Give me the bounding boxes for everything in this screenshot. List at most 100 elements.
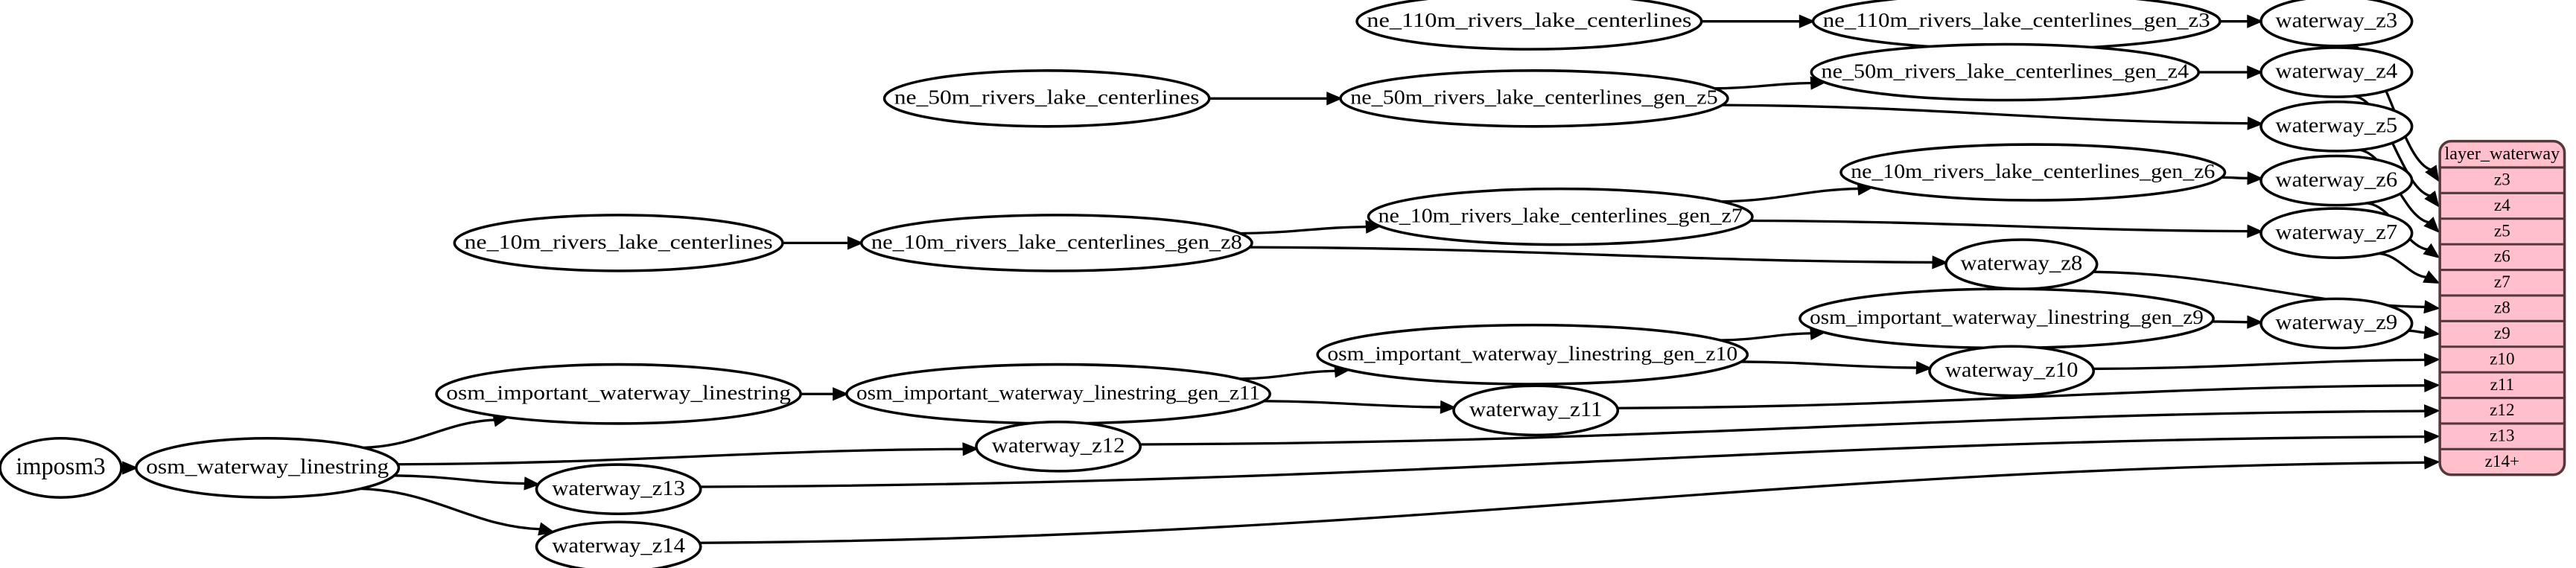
table-row-z12[interactable]: z12 bbox=[2490, 401, 2514, 420]
node-label: waterway_z8 bbox=[1960, 252, 2082, 275]
node-label: ne_50m_rivers_lake_centerlines_gen_z4 bbox=[1822, 59, 2189, 82]
table-row-z9[interactable]: z9 bbox=[2494, 324, 2510, 343]
graph-node-osm_important_waterway_linestring[interactable]: osm_important_waterway_linestring bbox=[435, 363, 802, 425]
edge-waterway_z7--to--layer_waterway.z7 bbox=[2379, 252, 2428, 279]
graph-node-waterway_z3[interactable]: waterway_z3 bbox=[2259, 0, 2414, 48]
table-row-z14plus[interactable]: z14+ bbox=[2485, 452, 2519, 471]
node-shape bbox=[135, 437, 401, 499]
edge-ne_50m_rivers_lake_centerlines_gen_z5--to--waterway_z5 bbox=[1722, 103, 2250, 125]
edge-waterway_z10--to--layer_waterway.z10 bbox=[2093, 358, 2426, 371]
edge-osm_important_waterway_linestring_gen_z10--to--osm_important_waterway_linestring_gen_z9 bbox=[1720, 332, 1813, 342]
graph-node-waterway_z11[interactable]: waterway_z11 bbox=[1452, 384, 1620, 437]
edge-arrowhead bbox=[2423, 430, 2440, 444]
table-row-z13[interactable]: z13 bbox=[2490, 427, 2514, 446]
node-label: waterway_z12 bbox=[992, 433, 1125, 457]
edge-arrowhead bbox=[1932, 255, 1949, 269]
edge-osm_waterway_linestring--to--waterway_z14 bbox=[360, 487, 541, 531]
graph-node-ne_10m_rivers_lake_centerlines[interactable]: ne_10m_rivers_lake_centerlines bbox=[453, 214, 784, 272]
node-shape bbox=[1316, 323, 1749, 386]
edge-arrowhead bbox=[2423, 243, 2440, 259]
graph-node-waterway_z6[interactable]: waterway_z6 bbox=[2259, 154, 2414, 207]
node-shape bbox=[1452, 384, 1620, 437]
table-row-z4[interactable]: z4 bbox=[2494, 196, 2510, 215]
edge-osm_waterway_linestring--to--osm_important_waterway_linestring bbox=[363, 418, 496, 450]
graph-node-waterway_z8[interactable]: waterway_z8 bbox=[1944, 238, 2099, 290]
graph-node-waterway_z5[interactable]: waterway_z5 bbox=[2259, 100, 2414, 153]
node-shape bbox=[2259, 297, 2414, 350]
edge-waterway_z9--to--layer_waterway.z9 bbox=[2408, 329, 2426, 334]
table-shell bbox=[2438, 139, 2566, 476]
edge-arrowhead bbox=[2423, 325, 2440, 339]
node-shape bbox=[1810, 42, 2201, 102]
graph-node-waterway_z10[interactable]: waterway_z10 bbox=[1928, 345, 2096, 398]
graph-node-ne_50m_rivers_lake_centerlines[interactable]: ne_50m_rivers_lake_centerlines bbox=[882, 69, 1211, 128]
graph-node-ne_50m_rivers_lake_centerlines_gen_z4[interactable]: ne_50m_rivers_lake_centerlines_gen_z4 bbox=[1810, 42, 2201, 102]
node-label: osm_important_waterway_linestring bbox=[446, 381, 791, 404]
edge-arrowhead bbox=[1915, 360, 1933, 375]
node-label: ne_10m_rivers_lake_centerlines bbox=[465, 230, 773, 253]
edge-arrowhead bbox=[2424, 191, 2440, 208]
node-shape bbox=[2259, 46, 2414, 98]
node-label: ne_50m_rivers_lake_centerlines_gen_z5 bbox=[1350, 86, 1718, 109]
edge-arrowhead bbox=[1440, 400, 1457, 415]
graph-node-osm_waterway_linestring[interactable]: osm_waterway_linestring bbox=[135, 437, 401, 499]
table-row-z7[interactable]: z7 bbox=[2494, 272, 2510, 292]
edge-arrowhead bbox=[962, 442, 979, 456]
edge-osm_important_waterway_linestring_gen_z10--to--waterway_z10 bbox=[1740, 360, 1918, 369]
graph-node-waterway_z14[interactable]: waterway_z14 bbox=[535, 520, 702, 568]
edge-ne_10m_rivers_lake_centerlines_gen_z7--to--ne_10m_rivers_lake_centerlines_gen_z6 bbox=[1721, 187, 1860, 203]
edge-arrowhead bbox=[2247, 14, 2263, 28]
edge-ne_50m_rivers_lake_centerlines_gen_z5--to--ne_50m_rivers_lake_centerlines_gen_z4 bbox=[1714, 81, 1813, 90]
graph-node-osm_important_waterway_linestring_gen_z11[interactable]: osm_important_waterway_linestring_gen_z1… bbox=[845, 363, 1272, 425]
graph-node-waterway_z7[interactable]: waterway_z7 bbox=[2259, 207, 2414, 259]
table-row-z5[interactable]: z5 bbox=[2494, 221, 2510, 240]
node-shape bbox=[435, 363, 802, 425]
edge-arrowhead bbox=[2423, 217, 2440, 233]
graph-node-ne_110m_rivers_lake_centerlines[interactable]: ne_110m_rivers_lake_centerlines bbox=[1355, 0, 1703, 51]
graph-node-ne_10m_rivers_lake_centerlines_gen_z8[interactable]: ne_10m_rivers_lake_centerlines_gen_z8 bbox=[859, 214, 1253, 272]
graph-node-ne_50m_rivers_lake_centerlines_gen_z5[interactable]: ne_50m_rivers_lake_centerlines_gen_z5 bbox=[1339, 69, 1729, 128]
node-label: waterway_z4 bbox=[2275, 60, 2397, 83]
node-label: waterway_z10 bbox=[1945, 358, 2079, 382]
edge-arrowhead bbox=[2247, 116, 2264, 130]
graph-node-osm_important_waterway_linestring_gen_z10[interactable]: osm_important_waterway_linestring_gen_z1… bbox=[1316, 323, 1749, 386]
edge-arrowhead bbox=[1799, 14, 1816, 28]
node-shape bbox=[2259, 207, 2414, 259]
node-label: waterway_z14 bbox=[552, 534, 685, 558]
graph-node-ne_10m_rivers_lake_centerlines_gen_z6[interactable]: ne_10m_rivers_lake_centerlines_gen_z6 bbox=[1839, 143, 2227, 202]
table-row-z10[interactable]: z10 bbox=[2490, 349, 2514, 368]
edge-osm_important_waterway_linestring_gen_z11--to--waterway_z11 bbox=[1264, 400, 1443, 409]
graph-node-imposm3[interactable]: imposm3 bbox=[0, 437, 123, 499]
edge-osm_waterway_linestring--to--waterway_z13 bbox=[394, 474, 527, 485]
edge-arrowhead bbox=[2425, 165, 2440, 182]
graph-node-waterway_z13[interactable]: waterway_z13 bbox=[535, 463, 702, 515]
table-row-z6[interactable]: z6 bbox=[2494, 247, 2510, 267]
graph-node-ne_10m_rivers_lake_centerlines_gen_z7[interactable]: ne_10m_rivers_lake_centerlines_gen_z7 bbox=[1367, 187, 1754, 246]
edge-arrowhead bbox=[122, 461, 139, 475]
table-row-z11[interactable]: z11 bbox=[2490, 375, 2515, 395]
graph-node-waterway_z4[interactable]: waterway_z4 bbox=[2259, 46, 2414, 98]
edge-arrowhead bbox=[2423, 300, 2440, 314]
node-label: osm_important_waterway_linestring_gen_z1… bbox=[1327, 342, 1737, 365]
node-shape bbox=[535, 520, 702, 568]
edge-ne_10m_rivers_lake_centerlines_gen_z8--to--ne_10m_rivers_lake_centerlines_gen_z7 bbox=[1240, 225, 1368, 235]
edge-arrowhead bbox=[1326, 92, 1343, 106]
edge-waterway_z13--to--layer_waterway.z13 bbox=[700, 435, 2426, 488]
graph-node-osm_important_waterway_linestring_gen_z9[interactable]: osm_important_waterway_linestring_gen_z9 bbox=[1799, 287, 2215, 350]
graph-node-waterway_z9[interactable]: waterway_z9 bbox=[2259, 297, 2414, 350]
edge-arrowhead bbox=[2247, 315, 2263, 329]
table-row-z8[interactable]: z8 bbox=[2494, 299, 2510, 318]
edge-arrowhead bbox=[2423, 378, 2440, 393]
node-label: ne_110m_rivers_lake_centerlines bbox=[1367, 8, 1691, 31]
table-header-label: layer_waterway bbox=[2445, 144, 2561, 164]
graph-node-ne_110m_rivers_lake_centerlines_gen_z3[interactable]: ne_110m_rivers_lake_centerlines_gen_z3 bbox=[1811, 0, 2222, 51]
node-shape bbox=[453, 214, 784, 272]
edge-waterway_z12--to--layer_waterway.z12 bbox=[1139, 409, 2426, 446]
edge-waterway_z14--to--layer_waterway.z14+ bbox=[699, 461, 2426, 544]
node-shape bbox=[1339, 69, 1729, 128]
graph-node-waterway_z12[interactable]: waterway_z12 bbox=[975, 420, 1142, 473]
table-row-z3[interactable]: z3 bbox=[2494, 170, 2510, 190]
node-label: waterway_z7 bbox=[2275, 220, 2397, 244]
